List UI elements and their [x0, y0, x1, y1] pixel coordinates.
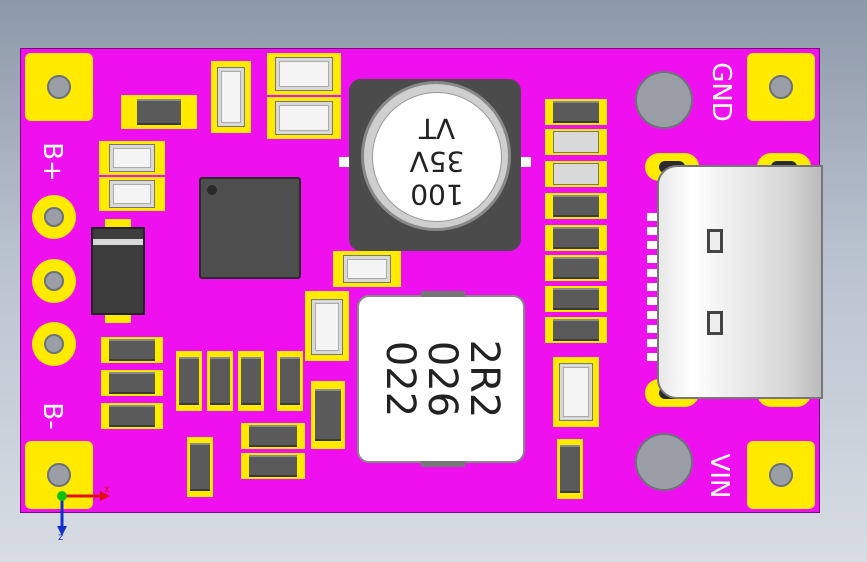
resistor-r17 [553, 319, 599, 341]
capacitor-c7 [311, 299, 343, 355]
cap-body [279, 61, 329, 87]
capacitor-c10 [559, 363, 593, 421]
resistor-r18 [560, 445, 580, 493]
capacitor-c4 [275, 57, 333, 91]
cap-mark-3: VT [418, 112, 456, 145]
resistor-r1 [137, 99, 181, 125]
ic-u1 [199, 177, 301, 279]
electrolytic-capacitor: 100 35V VT [339, 79, 531, 251]
cap-body [563, 367, 589, 417]
resistor-r7 [241, 357, 261, 405]
label-vin: VIN [704, 453, 734, 499]
cap-lead [521, 157, 531, 167]
pcb-board: B+ B- GND VIN [20, 48, 823, 513]
resistor-r10 [249, 425, 297, 447]
pad-hole [44, 207, 64, 227]
cap-top: 100 35V VT [372, 92, 502, 222]
pad-b-plus [32, 195, 76, 239]
pad-hole [44, 271, 64, 291]
cap-body [279, 105, 329, 131]
resistor-r6 [210, 357, 230, 405]
inductor-mark-3: 022 [377, 340, 423, 418]
inductor-l1: 2R2 026 022 [357, 291, 525, 467]
label-b-minus: B- [37, 402, 67, 430]
resistor-r4 [109, 405, 155, 427]
resistor-r16 [553, 288, 599, 310]
resistor-r14 [553, 227, 599, 249]
mount-hole [769, 75, 793, 99]
mount-hole [47, 75, 71, 99]
diode-d1 [91, 227, 145, 315]
cap-body [315, 303, 339, 351]
cap-lead [339, 157, 349, 167]
capacitor-c6 [343, 255, 391, 283]
cap-mark-1: 100 [410, 178, 464, 211]
axis-z-label: z [58, 532, 64, 543]
inductor-terminal [421, 461, 465, 467]
capacitor-c1 [109, 144, 155, 172]
resistor-r12 [553, 101, 599, 123]
ic-pin1-dot [207, 185, 217, 195]
usb-mount-hole-bottom [635, 433, 693, 491]
capacitor-c9 [553, 163, 599, 185]
mount-pad-top-right [747, 53, 815, 121]
label-gnd: GND [706, 62, 736, 122]
resistor-r9 [190, 443, 210, 491]
pad-b-minus [32, 322, 76, 366]
label-b-plus: B+ [37, 142, 67, 182]
capacitor-c5 [275, 101, 333, 135]
usb-latch-bottom [707, 311, 723, 335]
resistor-r5 [179, 357, 199, 405]
diode-d2 [315, 389, 341, 441]
mount-pad-bottom-right [747, 441, 815, 509]
cap-mark-2: 35V [409, 145, 465, 178]
resistor-r2 [109, 339, 155, 361]
inductor-terminal [421, 291, 465, 297]
resistor-r15 [553, 257, 599, 279]
cap-body [113, 184, 151, 204]
mount-pad-top-left [25, 53, 93, 121]
axis-x-label: x [104, 484, 110, 495]
inductor-mark-2: 026 [419, 340, 465, 418]
usb-c-connector [657, 165, 823, 399]
resistor-r13 [553, 195, 599, 217]
resistor-r3 [109, 372, 155, 394]
usb-latch-top [707, 229, 723, 253]
pad-middle [32, 259, 76, 303]
capacitor-c2 [109, 180, 155, 208]
resistor-r8 [280, 357, 300, 405]
cap-body [221, 71, 241, 123]
cap-body [347, 259, 387, 279]
cap-body [113, 148, 151, 168]
mount-hole [769, 463, 793, 487]
axis-triad: x z [48, 480, 118, 550]
diode-cathode-band [93, 239, 143, 245]
resistor-r11 [249, 455, 297, 477]
pad-hole [44, 334, 64, 354]
mount-hole [47, 463, 71, 487]
usb-mount-hole-top [635, 71, 693, 129]
cap-can: 100 35V VT [361, 81, 511, 231]
inductor-mark-1: 2R2 [461, 339, 507, 419]
capacitor-c8 [553, 131, 599, 153]
capacitor-c3 [217, 67, 245, 127]
